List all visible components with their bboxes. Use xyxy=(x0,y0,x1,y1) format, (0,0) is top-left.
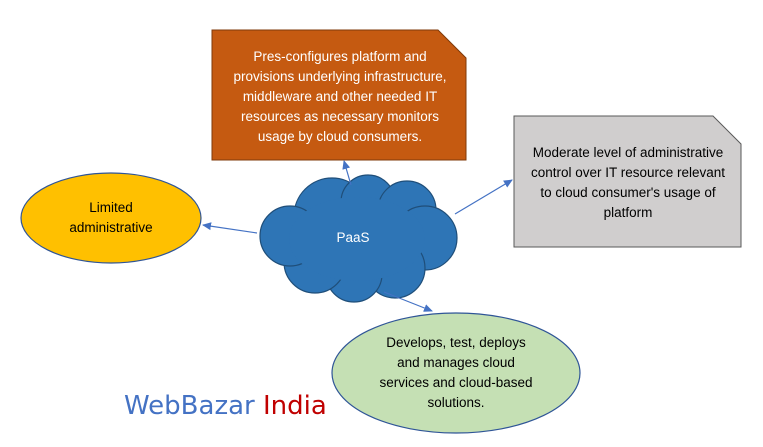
paas-label: PaaS xyxy=(336,230,370,245)
watermark-part1: WebBazar xyxy=(124,391,255,421)
limited-ellipse-label: Limited administrative xyxy=(69,200,153,235)
arrow-to-develops xyxy=(383,291,433,312)
limited-ellipse xyxy=(20,172,202,264)
provider-box xyxy=(211,29,467,161)
limited-ellipse-text: Limited administrative xyxy=(56,190,166,246)
paas-label-box: PaaS xyxy=(318,226,388,250)
provider-box-text: Pres-configures platform and provisions … xyxy=(222,37,458,157)
develops-ellipse-text: Develops, test, deploys and manages clou… xyxy=(376,328,536,418)
paas-cloud xyxy=(259,174,458,303)
webbazar-watermark: WebBazar India xyxy=(124,390,327,422)
arrow-to-provider xyxy=(342,160,352,186)
control-box-text: Moderate level of administrative control… xyxy=(530,128,726,238)
control-box xyxy=(513,115,742,248)
provider-box-label: Pres-configures platform and provisions … xyxy=(233,49,447,144)
develops-ellipse-label: Develops, test, deploys and manages clou… xyxy=(379,335,533,410)
control-box-label: Moderate level of administrative control… xyxy=(530,145,726,220)
arrow-to-limited xyxy=(202,222,258,234)
arrow-to-control xyxy=(454,179,513,215)
watermark-part2: India xyxy=(263,391,327,421)
develops-ellipse xyxy=(331,312,581,434)
